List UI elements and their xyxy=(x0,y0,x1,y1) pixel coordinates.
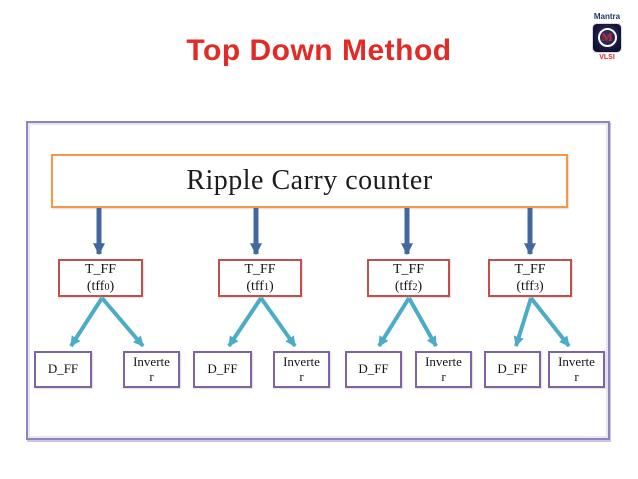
tff-node-instance: (tff0) xyxy=(86,278,115,294)
logo-monogram-icon: M xyxy=(593,23,621,52)
dff-node-2: D_FF xyxy=(345,351,402,388)
tff-node-3: T_FF (tff3) xyxy=(488,259,572,297)
dff-node-3: D_FF xyxy=(484,351,541,388)
dff-node-1: D_FF xyxy=(193,351,252,388)
tff-node-name: T_FF xyxy=(392,262,425,277)
logo-caption-text: VLSI xyxy=(599,53,615,61)
logo-brand-text: Mantra xyxy=(593,12,621,21)
inverter-node-2: Inverter xyxy=(415,351,472,388)
dff-node-0: D_FF xyxy=(34,351,92,388)
tff-node-instance: (tff1) xyxy=(246,278,274,294)
tff-node-name: T_FF xyxy=(84,262,117,277)
tff-node-instance: (tff2) xyxy=(394,278,423,294)
root-node-label: Ripple Carry counter xyxy=(186,165,433,196)
page-title: Top Down Method xyxy=(186,34,452,67)
tff-node-0: T_FF (tff0) xyxy=(58,259,143,297)
inverter-node-1: Inverter xyxy=(273,351,330,388)
tff-node-name: T_FF xyxy=(514,262,546,277)
logo-monogram-letter: M xyxy=(597,28,617,48)
tff-node-1: T_FF (tff1) xyxy=(218,259,302,297)
inverter-node-3: Inverter xyxy=(548,351,605,388)
mantra-vlsi-logo: Mantra M VLSI xyxy=(582,12,632,61)
tff-node-name: T_FF xyxy=(244,262,276,277)
inverter-node-0: Inverter xyxy=(123,351,180,388)
tff-node-instance: (tff3) xyxy=(516,278,544,294)
tff-node-2: T_FF (tff2) xyxy=(367,259,450,297)
root-node-ripple-carry-counter: Ripple Carry counter xyxy=(51,154,568,208)
